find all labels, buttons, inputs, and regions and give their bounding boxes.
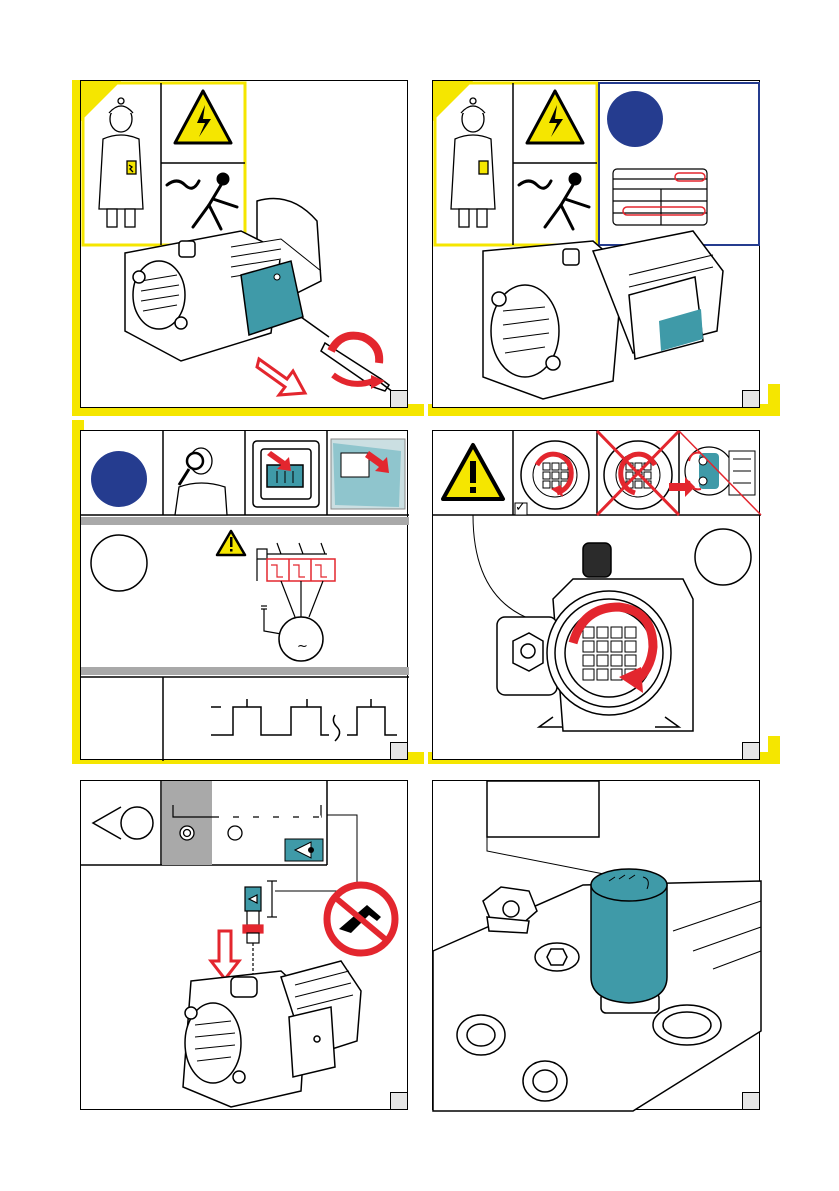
panel-4-yellow-frame-right — [768, 736, 780, 764]
panel-5 — [80, 780, 408, 1110]
terminal-box-cover — [241, 261, 303, 335]
panel-2-yellow-frame-right — [768, 384, 780, 416]
port-closed-icon — [180, 826, 194, 840]
high-voltage-warning-icon — [175, 91, 231, 143]
page-number-box — [742, 742, 760, 760]
fan-cover-rotation-illustration — [497, 543, 693, 731]
page-number-box — [742, 390, 760, 408]
panel-6 — [432, 780, 760, 1110]
page-number-box — [390, 742, 408, 760]
manual-document-icon — [331, 439, 405, 509]
info-circle-icon — [607, 91, 663, 147]
fan-rotation-wrong-icon — [597, 431, 679, 515]
warning-triangle-icon — [443, 445, 503, 499]
electric-shock-icon — [519, 174, 589, 229]
electrician-person-icon — [451, 98, 495, 227]
check-valve-icon — [285, 839, 323, 861]
panel-1 — [80, 80, 408, 408]
fan-rotation-correct-icon — [521, 441, 589, 509]
insert-arrow-icon — [211, 931, 239, 979]
filter-fitting-icon — [243, 881, 277, 981]
label-callout-box — [487, 781, 619, 877]
nameplate-table-icon — [613, 169, 707, 225]
page-number-box — [742, 1092, 760, 1110]
page-number-box — [390, 1092, 408, 1110]
high-voltage-warning-icon — [527, 91, 583, 143]
vacuum-pump-symbol-icon — [93, 807, 153, 839]
panel-3: ~ — [80, 430, 408, 760]
electrician-person-icon — [99, 98, 143, 227]
terminal-box-icon — [253, 441, 319, 507]
page-number-box — [390, 390, 408, 408]
oil-filler-cap-illustration — [591, 869, 667, 1013]
port-open-icon — [228, 826, 242, 840]
terminal-bridge-icon — [669, 431, 761, 515]
panel-2 — [432, 80, 760, 408]
inspector-magnifier-icon — [175, 448, 227, 515]
electric-shock-icon — [167, 174, 237, 229]
remove-arrow-icon — [257, 359, 305, 395]
correct-check-mark: ✓ — [515, 500, 526, 515]
warning-triangle-icon — [217, 531, 245, 555]
no-blow-gun-icon — [327, 885, 395, 953]
panel-4: ✓ — [432, 430, 760, 760]
motor-symbol-label: ~ — [297, 639, 308, 654]
pump-motor-illustration — [183, 961, 361, 1107]
pulse-diagram-icon — [211, 699, 397, 741]
info-circle-icon — [91, 451, 147, 507]
